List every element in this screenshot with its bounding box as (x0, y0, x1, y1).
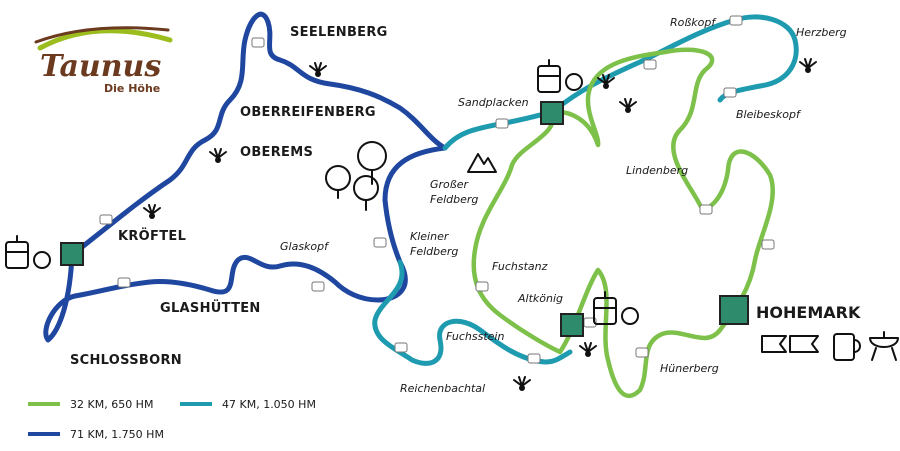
legend: 32 KM, 650 HM 47 KM, 1.050 HM 71 KM, 1.7… (28, 398, 316, 441)
label-fuchstanz: Fuchstanz (492, 260, 548, 273)
label-glaskopf: Glaskopf (280, 240, 330, 253)
flags-icon (761, 335, 819, 353)
label-altkoenig: Altkönig (517, 292, 563, 305)
refreshment-icon (537, 59, 583, 93)
label-kleiner-feldberg-2: Feldberg (410, 245, 458, 258)
label-kroeftel: KRÖFTEL (118, 228, 186, 244)
legend-label-71km: 71 KM, 1.750 HM (70, 428, 164, 441)
viewpoint-icon (143, 204, 161, 220)
label-oberreifenberg: OBERREIFENBERG (240, 105, 376, 120)
beer-icon (833, 333, 861, 361)
label-grosser-feldberg-2: Feldberg (430, 193, 478, 206)
station-kroeftel (60, 242, 84, 266)
logo-tagline: Die Höhe (104, 82, 160, 95)
label-glashuetten: GLASHÜTTEN (160, 300, 261, 316)
viewpoint-icon (799, 58, 817, 74)
viewpoint-icon (619, 98, 637, 114)
label-reichenbachtal: Reichenbachtal (400, 382, 485, 395)
refreshment-icon (593, 291, 639, 325)
logo-name: Taunus (40, 49, 161, 84)
barbecue-icon (869, 331, 899, 361)
label-schlossborn: SCHLOSSBORN (70, 353, 182, 368)
station-altkoenig (560, 313, 584, 337)
refreshment-icon (5, 235, 51, 269)
label-fuchsstein: Fuchsstein (446, 330, 504, 343)
label-lindenberg: Lindenberg (626, 164, 688, 177)
viewpoint-icon (209, 148, 227, 164)
viewpoint-icon (309, 62, 327, 78)
label-huenerberg: Hünerberg (660, 362, 719, 375)
label-bleibeskopf: Bleibeskopf (736, 108, 802, 121)
taunus-logo: Taunus Die Höhe (34, 26, 173, 95)
label-kleiner-feldberg-1: Kleiner (410, 230, 450, 243)
label-rosskopf: Roßkopf (670, 16, 717, 29)
label-sandplacken: Sandplacken (458, 96, 529, 109)
viewpoint-icon (579, 342, 597, 358)
mountain-icon (467, 153, 497, 173)
legend-label-47km: 47 KM, 1.050 HM (222, 398, 316, 411)
forest-icon (325, 141, 387, 211)
label-oberems: OBEREMS (240, 145, 313, 160)
label-grosser-feldberg-1: Großer (430, 178, 469, 191)
route-71km (43, 11, 448, 343)
direction-markers (99, 15, 775, 364)
label-hohemark: HOHEMARK (756, 303, 861, 322)
label-herzberg: Herzberg (796, 26, 847, 39)
legend-label-32km: 32 KM, 650 HM (70, 398, 153, 411)
viewpoint-icon (513, 376, 531, 392)
station-hohemark (719, 295, 749, 325)
label-seelenberg: SEELENBERG (290, 25, 388, 40)
station-sandplacken (540, 101, 564, 125)
